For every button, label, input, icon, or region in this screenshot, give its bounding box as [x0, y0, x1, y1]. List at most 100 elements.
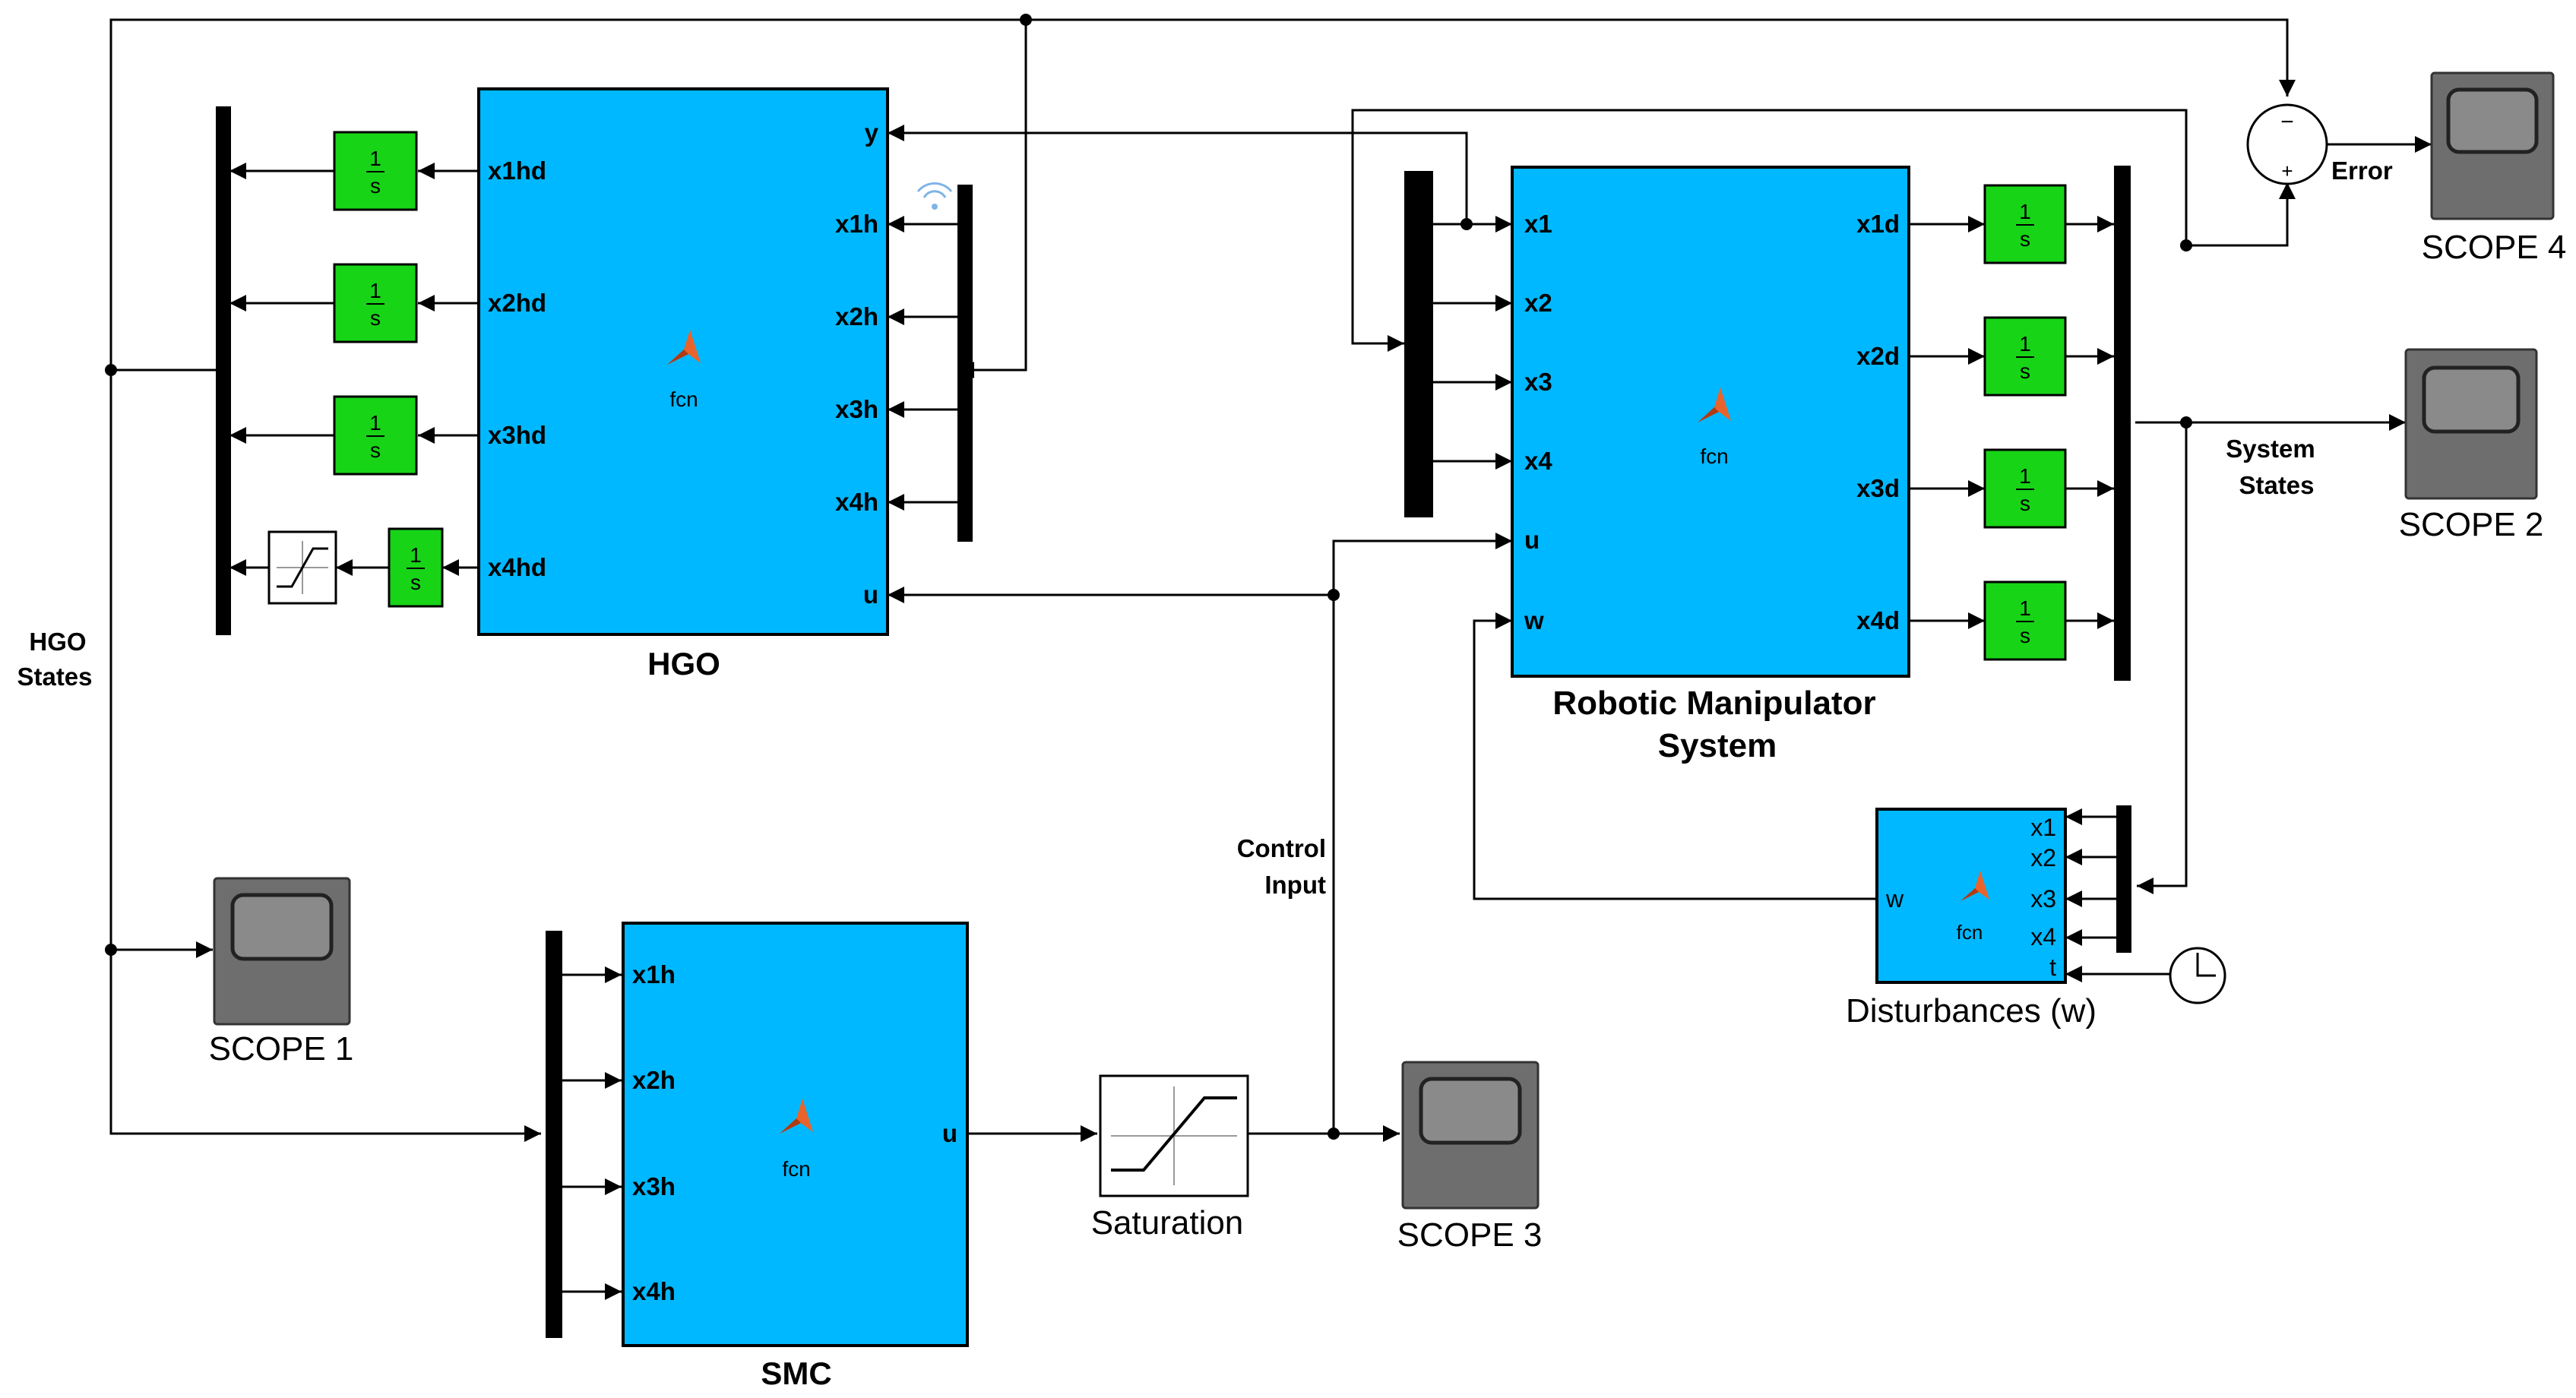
scope-4[interactable]	[2430, 71, 2555, 220]
hgo-output-x2hd: x2hd	[488, 289, 546, 317]
scope-4-label: SCOPE 4	[2422, 229, 2567, 266]
robot-output-bus[interactable]	[2114, 166, 2131, 681]
disturbances-input-x3: x3	[2030, 885, 2056, 912]
hgo-states-label-2: States	[17, 663, 92, 691]
scope-2-label: SCOPE 2	[2399, 506, 2544, 543]
robot-output-x1d: x1d	[1856, 210, 1900, 238]
hgo-input-bus[interactable]	[957, 185, 973, 542]
svg-text:s: s	[2020, 359, 2030, 383]
disturbances-output-w: w	[1885, 885, 1904, 912]
disturbances-block-name: Disturbances (w)	[1846, 992, 2097, 1030]
robot-block-name-1: Robotic Manipulator	[1552, 685, 1875, 722]
integrator-x4d[interactable]: 1 s	[1983, 580, 2067, 661]
robot-input-x1: x1	[1524, 210, 1552, 238]
system-states-label-2: States	[2239, 471, 2314, 499]
bus-bars	[216, 106, 2131, 1338]
robot-input-bus[interactable]	[1404, 171, 1433, 517]
disturbances-block[interactable]: fcn w x1 x2 x3 x4 t	[1875, 808, 2067, 984]
hgo-input-y: y	[865, 119, 879, 147]
svg-text:1: 1	[2019, 464, 2031, 488]
scope-1[interactable]	[213, 877, 351, 1026]
scope-4-screen	[2446, 87, 2539, 154]
scope-3[interactable]	[1401, 1061, 1540, 1210]
svg-text:s: s	[370, 438, 381, 462]
robot-output-x3d: x3d	[1856, 474, 1900, 502]
scope-2[interactable]	[2404, 348, 2538, 500]
smc-input-x1h: x1h	[632, 960, 676, 988]
scope-2-screen	[2422, 365, 2521, 434]
scope-1-label: SCOPE 1	[209, 1030, 354, 1067]
error-sum-block[interactable]: − +	[2246, 103, 2328, 185]
smc-input-x2h: x2h	[632, 1066, 676, 1094]
saturation-block[interactable]	[1099, 1074, 1249, 1197]
integrator-x3d[interactable]: 1 s	[1983, 448, 2067, 529]
smc-block-name: SMC	[761, 1355, 831, 1391]
hgo-output-x4hd: x4hd	[488, 553, 546, 581]
saturation-label: Saturation	[1091, 1204, 1244, 1241]
system-states-label-1: System	[2226, 435, 2315, 463]
control-input-label-2: Input	[1264, 871, 1326, 899]
hgo-fcn-label: fcn	[669, 387, 698, 411]
svg-text:1: 1	[369, 411, 381, 435]
error-label: Error	[2331, 157, 2393, 185]
smc-input-bus[interactable]	[546, 931, 562, 1338]
robot-block-name-2: System	[1658, 727, 1777, 764]
svg-text:s: s	[2020, 624, 2030, 647]
scope-1-screen	[230, 893, 334, 961]
sum-minus-sign: −	[2280, 109, 2294, 134]
scope-3-screen	[1419, 1077, 1522, 1145]
scope-3-label: SCOPE 3	[1397, 1216, 1543, 1254]
smc-input-x4h: x4h	[632, 1277, 676, 1305]
hgo-block-name: HGO	[647, 646, 720, 682]
integrator-x3[interactable]: 1 s	[333, 395, 418, 476]
svg-text:s: s	[410, 571, 421, 594]
svg-text:s: s	[2020, 227, 2030, 251]
svg-text:1: 1	[369, 147, 381, 170]
disturbances-input-x4: x4	[2030, 923, 2056, 950]
robot-input-w: w	[1524, 606, 1544, 634]
robot-output-x2d: x2d	[1856, 342, 1900, 370]
hgo-output-x1hd: x1hd	[488, 157, 546, 185]
robot-manipulator-block[interactable]: fcn x1 x2 x3 x4 u w x1d x2d x3d x4d	[1511, 166, 1910, 678]
svg-text:s: s	[2020, 492, 2030, 515]
hgo-output-x3hd: x3hd	[488, 421, 546, 449]
disturbance-input-bus[interactable]	[2116, 805, 2131, 953]
smc-block[interactable]: fcn x1h x2h x3h x4h u	[622, 922, 969, 1347]
clock-icon[interactable]	[2169, 947, 2226, 1004]
integrator-x1d[interactable]: 1 s	[1983, 184, 2067, 264]
junction-dots	[105, 14, 2192, 1140]
disturbances-input-x1: x1	[2030, 814, 2056, 841]
integrator-x2[interactable]: 1 s	[333, 263, 418, 343]
hgo-input-x3h: x3h	[835, 395, 878, 423]
smc-input-x3h: x3h	[632, 1172, 676, 1200]
integrator-x2d[interactable]: 1 s	[1983, 316, 2067, 397]
hgo-input-x1h: x1h	[835, 210, 878, 238]
svg-text:s: s	[370, 306, 381, 330]
hgo-states-label-1: HGO	[29, 628, 86, 656]
svg-text:1: 1	[2019, 596, 2031, 620]
robot-input-x3: x3	[1524, 368, 1552, 396]
hgo-block[interactable]: fcn x1hd x2hd x3hd x4hd y x1h x2h x3h x4…	[477, 87, 889, 636]
matlab-icon	[780, 1099, 813, 1134]
matlab-icon	[667, 330, 701, 365]
robot-fcn-label: fcn	[1700, 444, 1728, 468]
smc-output-u: u	[942, 1119, 957, 1147]
hgo-input-u: u	[863, 580, 878, 609]
robot-input-u: u	[1524, 526, 1540, 554]
robot-input-x4: x4	[1524, 447, 1552, 475]
integrator-x4[interactable]: 1 s	[388, 527, 444, 608]
hgo-input-x2h: x2h	[835, 302, 878, 331]
hgo-output-bus[interactable]	[216, 106, 231, 635]
disturbances-input-x2: x2	[2030, 844, 2056, 871]
smc-fcn-label: fcn	[782, 1157, 810, 1181]
matlab-icon	[1698, 387, 1731, 422]
svg-text:1: 1	[2019, 332, 2031, 356]
robot-input-x2: x2	[1524, 289, 1552, 317]
integrator-x1[interactable]: 1 s	[333, 131, 418, 211]
wifi-icon	[916, 182, 953, 210]
hgo-saturation[interactable]	[267, 530, 337, 605]
svg-text:1: 1	[2019, 200, 2031, 223]
svg-text:1: 1	[410, 543, 422, 567]
matlab-icon	[1960, 871, 1989, 901]
